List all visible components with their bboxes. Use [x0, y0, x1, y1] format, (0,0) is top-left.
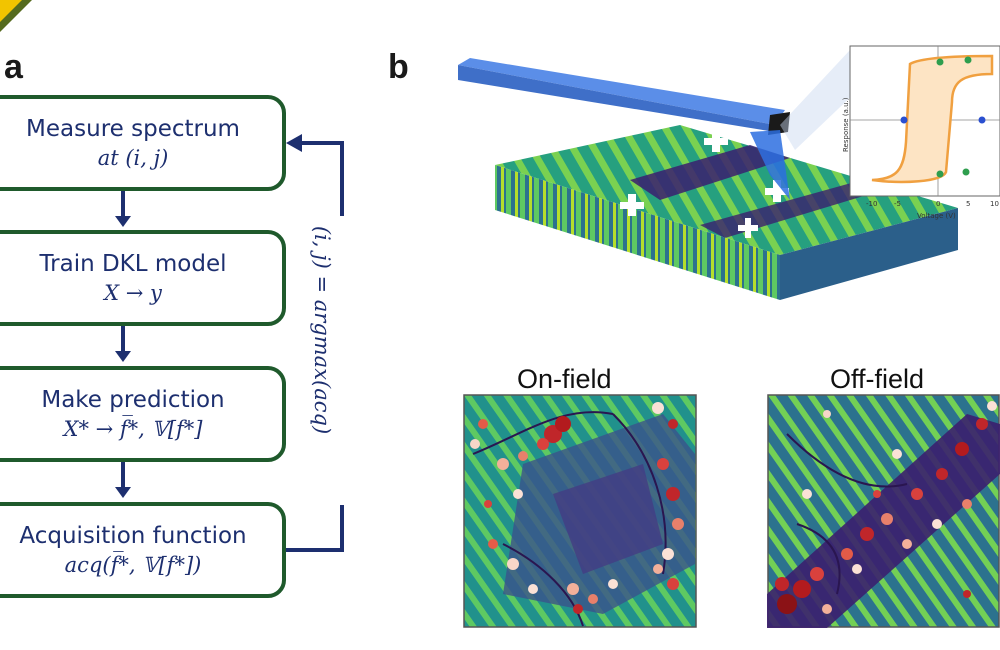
- x-tick: -5: [894, 200, 901, 208]
- step-title: Make prediction: [41, 387, 225, 413]
- arrow-down-3: [115, 462, 131, 498]
- hysteresis-inset: -10 -5 0 5 10 Voltage (V) Response (a.u.…: [842, 45, 1000, 220]
- loop-line-top: [300, 141, 344, 145]
- sample-side-face: [780, 208, 958, 300]
- step-train-dkl: Train DKL model X → y: [0, 230, 286, 326]
- loop-label: (i, j) = argmax(acq): [310, 225, 334, 435]
- cantilever: [458, 58, 785, 125]
- step-formula: X → y: [104, 281, 162, 305]
- panel-a-label: a: [4, 48, 23, 86]
- step-title: Acquisition function: [19, 523, 247, 549]
- loop-arrowhead-icon: [286, 134, 302, 152]
- cross-markers: [620, 130, 789, 238]
- x-tick: 5: [966, 200, 970, 208]
- map-title-on-field: On-field: [517, 364, 612, 394]
- arrow-down-1: [115, 191, 131, 227]
- step-formula: acq(f̅*, 𝕍[f*]): [64, 553, 202, 577]
- step-formula: X* → f̅*, 𝕍[f*]: [63, 417, 203, 441]
- loop-line-bottom: [286, 548, 344, 552]
- y-axis-label: Response (a.u.): [842, 97, 850, 152]
- step-make-prediction: Make prediction X* → f̅*, 𝕍[f*]: [0, 366, 286, 462]
- step-measure-spectrum: Measure spectrum at (i, j): [0, 95, 286, 191]
- off-field-points: [775, 401, 997, 614]
- panel-b-label: b: [388, 48, 409, 86]
- hysteresis-loop: [871, 54, 994, 184]
- x-axis-label: Voltage (V): [917, 212, 956, 220]
- cantilever-tip: [750, 130, 790, 200]
- step-formula: at (i, j): [97, 146, 169, 170]
- step-acquisition-function: Acquisition function acq(f̅*, 𝕍[f*]): [0, 502, 286, 598]
- arrow-down-2: [115, 326, 131, 362]
- step-title: Measure spectrum: [26, 116, 240, 142]
- x-tick: -10: [866, 200, 877, 208]
- off-field-map: [767, 394, 1000, 628]
- loop-line-right-upper: [340, 141, 344, 216]
- sample-front-face: [495, 165, 780, 300]
- loop-line-right-lower: [340, 505, 344, 552]
- sample-top-face: [495, 125, 958, 255]
- corner-decoration-inner: [0, 0, 22, 22]
- on-field-points: [470, 402, 684, 614]
- on-field-map: [463, 394, 697, 628]
- step-title: Train DKL model: [39, 251, 227, 277]
- map-title-off-field: Off-field: [830, 364, 925, 394]
- x-tick: 0: [936, 200, 940, 208]
- x-tick: 10: [990, 200, 999, 208]
